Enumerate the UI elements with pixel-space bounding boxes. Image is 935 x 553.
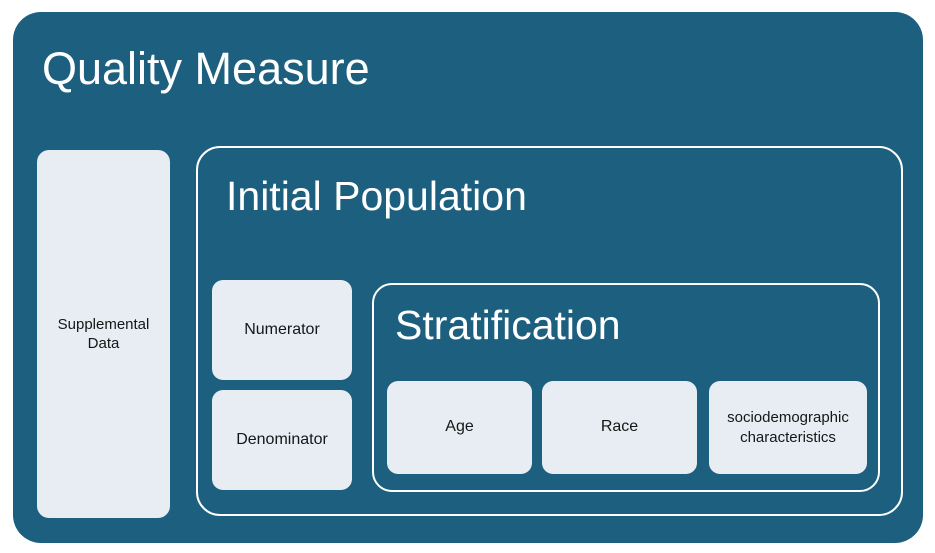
race-label: Race <box>600 418 639 436</box>
initial-population-container: Initial Population Numerator Denominator… <box>196 146 903 516</box>
supplemental-data-label: Supplemental Data <box>57 315 150 353</box>
quality-measure-container: Quality Measure Supplemental Data Initia… <box>13 12 923 543</box>
denominator-label: Denominator <box>236 430 328 448</box>
numerator-box: Numerator <box>212 280 352 380</box>
initial-population-title: Initial Population <box>226 173 527 219</box>
quality-measure-title: Quality Measure <box>42 43 370 94</box>
stratification-race-box: Race <box>542 381 697 474</box>
sociodemographic-label: sociodemographic characteristics <box>727 409 849 446</box>
stratification-title: Stratification <box>395 302 621 348</box>
numerator-label: Numerator <box>244 320 320 338</box>
stratification-container: Stratification Age Race sociodemographic… <box>372 283 880 492</box>
age-label: Age <box>445 418 474 436</box>
denominator-box: Denominator <box>212 390 352 490</box>
supplemental-data-box: Supplemental Data <box>37 150 170 518</box>
stratification-sociodemographic-box: sociodemographic characteristics <box>709 381 867 474</box>
stratification-age-box: Age <box>387 381 532 474</box>
